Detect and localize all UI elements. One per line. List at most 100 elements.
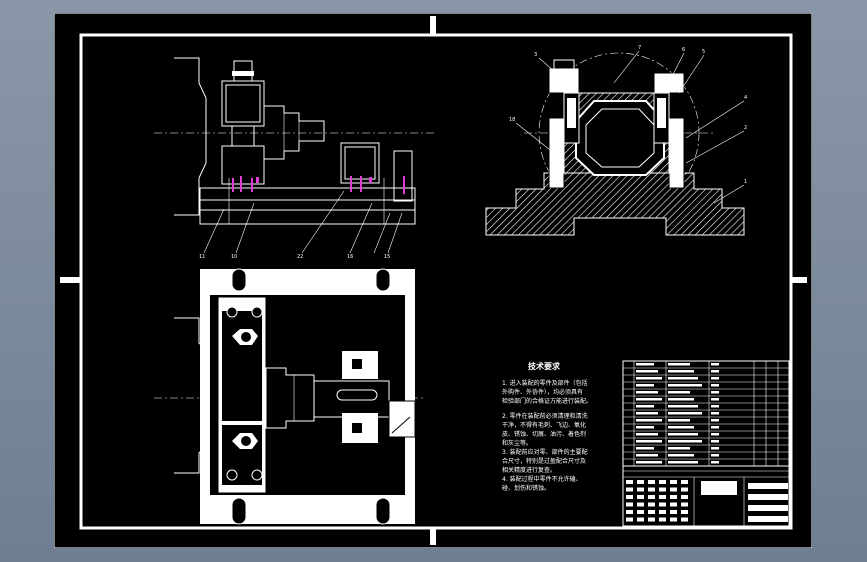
- requirement-line: 4. 装配过程中零件不允许磕、: [502, 475, 582, 483]
- title-block-cell: [681, 487, 688, 492]
- parts-list-entry: [711, 461, 719, 464]
- title-block-cell: [659, 495, 666, 499]
- title-block-cell: [626, 517, 633, 522]
- parts-list-entry: [711, 426, 719, 429]
- parts-list-entry: [668, 426, 694, 429]
- title-block-cell: [626, 510, 633, 514]
- title-block-cell: [681, 480, 688, 484]
- requirement-line: 3. 装配前应对零、部件的主要配: [502, 448, 588, 456]
- parts-list-entry: [636, 405, 654, 408]
- title-block-cell: [659, 480, 666, 484]
- parts-list-entry: [636, 461, 662, 464]
- parts-list-entry: [711, 419, 719, 422]
- parts-list-entry: [636, 398, 662, 401]
- callout-label: 22: [297, 254, 303, 260]
- title-block-cell: [648, 487, 655, 492]
- parts-list-entry: [668, 412, 702, 415]
- parts-list-entry: [636, 384, 654, 387]
- parts-list-entry: [668, 391, 690, 394]
- requirement-line: 外购件、外协件），均必须具有: [502, 388, 583, 396]
- requirement-line: 相关精度进行复查。: [502, 466, 556, 474]
- title-block-cell: [681, 517, 688, 522]
- title-block-cell: [648, 495, 655, 499]
- parts-list-entry: [668, 398, 694, 401]
- requirement-line: 皮、锈蚀、切屑、油污、着色剂: [502, 430, 586, 438]
- parts-list-entry: [711, 412, 719, 415]
- parts-list-entry: [711, 391, 719, 394]
- requirement-line: 和灰尘等。: [502, 439, 532, 447]
- title-block-cell: [670, 502, 677, 507]
- title-block-cell: [659, 517, 666, 522]
- parts-list-entry: [636, 433, 658, 436]
- requirement-line: 合尺寸，特别是过盈配合尺寸及: [502, 457, 586, 465]
- requirement-line: 碰、划伤和锈蚀。: [502, 484, 550, 492]
- title-block-cell: [681, 495, 688, 499]
- tech-requirements-title: 技术要求: [528, 361, 561, 371]
- parts-list-entry: [636, 440, 662, 443]
- title-block-cell: [670, 510, 677, 514]
- title-block-cell: [626, 480, 633, 484]
- parts-list-entry: [711, 447, 719, 450]
- parts-list-entry: [711, 384, 719, 387]
- parts-list-entry: [636, 370, 658, 373]
- parts-list-entry: [668, 419, 690, 422]
- parts-list-entry: [668, 405, 698, 408]
- title-block-cell: [626, 502, 633, 507]
- parts-list: [622, 360, 790, 467]
- title-block-cell: [626, 487, 633, 492]
- side-view: 3 7 6 5 18 4 2 1: [485, 45, 747, 236]
- title-block-cell: [637, 495, 644, 499]
- parts-list-entry: [636, 363, 654, 366]
- title-block-cell: [670, 487, 677, 492]
- requirement-line: 检验部门的合格证方能进行装配。: [502, 397, 592, 405]
- title-block-cell: [637, 487, 644, 492]
- requirement-line: 干净，不得有毛刺、飞边、氧化: [502, 421, 586, 429]
- parts-list-entry: [711, 405, 719, 408]
- callout-label: 6: [682, 47, 685, 53]
- parts-list-entry: [711, 433, 719, 436]
- parts-list-entry: [668, 370, 694, 373]
- parts-list-entry: [668, 384, 702, 387]
- parts-list-entry: [636, 412, 658, 415]
- callout-label: 1: [744, 179, 747, 185]
- callout-label: 4: [744, 95, 747, 101]
- callout-label: 7: [638, 45, 641, 51]
- callout-label: 11: [199, 254, 205, 260]
- title-block-cell: [648, 510, 655, 514]
- title-block-cell: [637, 517, 644, 522]
- title-block-cell: [637, 510, 644, 514]
- parts-list-entry: [711, 370, 719, 373]
- parts-list-entry: [636, 454, 658, 457]
- tech-requirements: 技术要求 1. 进入装配的零件及部件（包括 外购件、外协件），均必须具有 检验部…: [502, 361, 592, 492]
- title-block-cell: [681, 510, 688, 514]
- parts-list-entry: [636, 447, 654, 450]
- title-block-cell: [670, 495, 677, 499]
- parts-list-entry: [636, 377, 662, 380]
- title-block-cell: [670, 480, 677, 484]
- parts-list-entry: [711, 363, 719, 366]
- title-block-cell: [659, 487, 666, 492]
- callout-label: 16: [347, 254, 353, 260]
- parts-list-entry: [711, 454, 719, 457]
- parts-list-entry: [668, 447, 690, 450]
- title-block-cell: [648, 517, 655, 522]
- parts-list-entry: [636, 419, 662, 422]
- title-block-cell: [648, 480, 655, 484]
- callout-label: 10: [231, 254, 237, 260]
- title-block-cell: [659, 502, 666, 507]
- parts-list-entry: [668, 433, 698, 436]
- title-block-cell: [648, 502, 655, 507]
- title-block: [622, 465, 790, 527]
- parts-list-entry: [668, 461, 698, 464]
- title-block-cell: [681, 502, 688, 507]
- title-block-cell: [659, 510, 666, 514]
- callout-label: 5: [702, 49, 705, 55]
- title-block-cell: [637, 480, 644, 484]
- callout-label: 18: [509, 117, 515, 123]
- drawing-border: [54, 13, 812, 548]
- parts-list-entry: [668, 440, 702, 443]
- drawing-canvas: 11 10 22 16 15 3 7 6 5: [54, 13, 812, 548]
- title-block-cell: [670, 517, 677, 522]
- front-view: 11 10 22 16 15: [154, 57, 434, 260]
- callout-label: 2: [744, 125, 747, 131]
